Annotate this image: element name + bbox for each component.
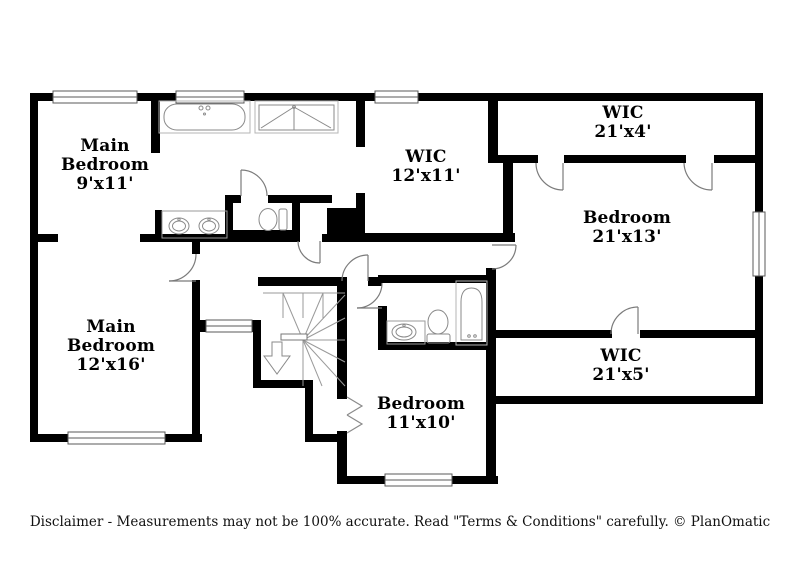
window-icon — [384, 473, 453, 487]
room-label-wic-12x11: WIC 12'x11' — [391, 146, 461, 186]
fixtures — [158, 100, 488, 387]
shower-icon — [254, 100, 339, 134]
door-arc-icon — [240, 169, 268, 197]
window-icon — [752, 211, 766, 277]
room-label-wic-21x5: WIC 21'x5' — [592, 345, 650, 385]
wall — [253, 380, 311, 388]
windows — [52, 90, 766, 487]
wall — [486, 268, 496, 484]
wall — [305, 380, 313, 442]
door-arc-icon — [683, 162, 713, 191]
wall — [305, 434, 347, 442]
wall — [378, 275, 496, 283]
wall — [337, 385, 347, 399]
wall — [292, 195, 300, 238]
room-dims: 21'x4' — [594, 122, 652, 142]
door-arc-icon — [297, 240, 321, 264]
wall — [337, 431, 347, 484]
wall — [564, 155, 686, 163]
room-label-main-bedroom-12x16: Main Bedroom 12'x16' — [58, 317, 164, 376]
wall — [225, 195, 233, 238]
wall — [488, 155, 538, 163]
door-arc-icon — [356, 282, 383, 309]
wall — [155, 210, 162, 238]
room-name: Bedroom — [376, 393, 466, 414]
wall — [337, 277, 347, 389]
wall — [356, 193, 365, 238]
door-arc-icon — [341, 254, 369, 282]
wall — [192, 242, 200, 254]
window-icon — [67, 431, 166, 445]
wall — [225, 195, 241, 203]
bifold-door-icon — [346, 396, 364, 434]
double-vanity-icon — [161, 210, 228, 239]
wall — [198, 320, 208, 332]
stairs-down-arrow-icon — [263, 341, 291, 375]
wall — [503, 155, 513, 241]
wall — [378, 342, 494, 350]
room-dims: 21'x5' — [592, 365, 650, 385]
wall — [151, 101, 160, 153]
window-icon — [52, 90, 138, 104]
wall — [486, 330, 612, 338]
room-dims: 21'x13' — [592, 227, 662, 247]
bathtub-icon — [158, 100, 251, 134]
room-dims: 12'x11' — [391, 166, 461, 186]
wall — [258, 277, 347, 286]
wall — [327, 233, 515, 242]
window-icon — [374, 90, 419, 104]
stairs-icon — [263, 292, 346, 387]
wall — [253, 322, 261, 386]
sink-vanity-icon — [386, 320, 426, 345]
wall — [30, 93, 38, 442]
room-label-wic-21x4: WIC 21'x4' — [594, 102, 652, 142]
window-icon — [175, 90, 245, 104]
window-icon — [205, 319, 253, 333]
room-label-main-bedroom-9x11: Main Bedroom 9'x11' — [52, 136, 158, 195]
wall — [192, 280, 200, 442]
chase-block — [327, 208, 360, 238]
wall — [30, 234, 58, 242]
door-arc-icon — [610, 306, 639, 335]
wall — [486, 396, 763, 404]
room-name: WIC — [600, 345, 642, 366]
wall — [356, 101, 365, 147]
room-dims: 11'x10' — [386, 413, 456, 433]
wall — [368, 277, 382, 286]
wall — [488, 101, 498, 159]
doors — [168, 162, 713, 434]
door-arc-icon — [535, 162, 564, 191]
toilet-icon — [258, 208, 288, 231]
room-dims: 12'x16' — [76, 355, 146, 376]
door-arc-icon — [168, 253, 197, 282]
room-label-bedroom-21x13: Bedroom 21'x13' — [582, 207, 672, 247]
door-arc-icon — [491, 244, 517, 270]
room-name: WIC — [602, 102, 644, 123]
wall — [225, 230, 300, 238]
wall — [714, 155, 755, 163]
room-dims: 9'x11' — [76, 174, 134, 195]
wall — [640, 330, 763, 338]
bathtub-icon — [455, 280, 488, 346]
room-name: Bedroom — [582, 207, 672, 228]
toilet-icon — [426, 309, 451, 344]
room-name: WIC — [405, 146, 447, 167]
room-label-bedroom-11x10: Bedroom 11'x10' — [376, 393, 466, 433]
disclaimer-text: Disclaimer - Measurements may not be 100… — [29, 514, 771, 530]
room-name: Main Bedroom — [60, 136, 150, 176]
room-name: Main Bedroom — [66, 317, 156, 357]
wall — [378, 306, 387, 350]
